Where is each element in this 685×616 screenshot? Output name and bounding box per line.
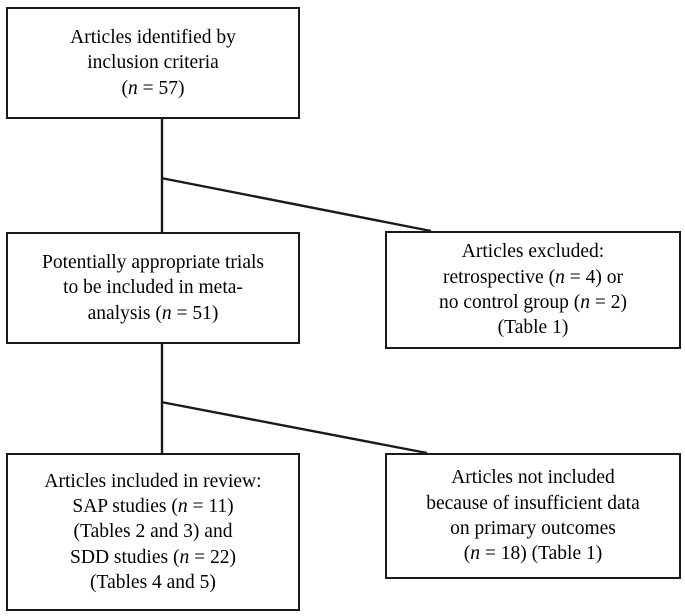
- node-excluded-line-4: (Table 1): [497, 317, 569, 339]
- node-not-included-text: Articles not included because of insuffi…: [387, 465, 679, 566]
- node-not-included-line-4-post: = 18) (Table 1): [479, 543, 603, 565]
- node-not-included-line-3: on primary outcomes: [450, 518, 616, 539]
- node-potential-line-3-var: n: [161, 302, 172, 324]
- connector-identified-to-excluded: [160, 176, 432, 233]
- node-potential-line-3: analysis (n = 51): [14, 301, 292, 326]
- node-not-included-line-4-var: n: [470, 543, 480, 565]
- node-potential-text: Potentially appropriate trials to be inc…: [8, 250, 298, 326]
- node-potential-line-2: to be included in meta-: [63, 277, 243, 299]
- node-articles-included-in-review: Articles included in review: SAP studies…: [6, 453, 300, 611]
- node-excluded-line-3: no control group (n = 2): [393, 290, 673, 315]
- node-identified-line-3: (n = 57): [14, 76, 292, 101]
- node-potential-line-1: Potentially appropriate trials: [41, 251, 265, 273]
- node-included-line-4-var: n: [179, 546, 190, 568]
- node-included-line-5: (Tables 4 and 5): [90, 572, 216, 594]
- node-potential-line-3-pre: analysis (: [87, 302, 162, 324]
- node-excluded-text: Articles excluded: retrospective (n = 4)…: [387, 239, 679, 340]
- node-not-included-line-2: because of insufficient data: [426, 492, 640, 514]
- node-articles-excluded: Articles excluded: retrospective (n = 4)…: [385, 231, 681, 349]
- node-included-line-2-post: = 11): [187, 495, 234, 517]
- node-included-text: Articles included in review: SAP studies…: [8, 469, 298, 596]
- node-excluded-line-3-var: n: [580, 292, 591, 313]
- node-identified-line-2: inclusion criteria: [87, 52, 219, 74]
- node-included-line-4: SDD studies (n = 22): [14, 545, 292, 570]
- node-not-included-line-4: (n = 18) (Table 1): [393, 541, 673, 566]
- node-not-included-line-1: Articles not included: [451, 467, 615, 489]
- node-included-line-4-pre: SDD studies (: [70, 546, 180, 568]
- node-potential-line-3-post: = 51): [171, 302, 219, 324]
- node-articles-not-included: Articles not included because of insuffi…: [385, 453, 681, 579]
- node-excluded-line-3-post: = 2): [590, 292, 628, 313]
- node-included-line-2-var: n: [177, 495, 188, 517]
- node-identified-line-3-post: = 57): [137, 77, 185, 99]
- node-not-included-line-4-pre: (: [463, 543, 471, 565]
- node-articles-identified: Articles identified by inclusion criteri…: [6, 7, 300, 119]
- connector-potential-to-not-included: [160, 400, 428, 455]
- node-included-line-1: Articles included in review:: [44, 470, 262, 492]
- node-excluded-line-3-pre: no control group (: [438, 292, 581, 313]
- node-identified-text: Articles identified by inclusion criteri…: [8, 25, 298, 101]
- node-included-line-4-post: = 22): [189, 546, 236, 568]
- node-identified-line-3-var: n: [128, 77, 138, 99]
- node-potentially-appropriate-trials: Potentially appropriate trials to be inc…: [6, 232, 300, 344]
- node-included-line-2: SAP studies (n = 11): [14, 494, 292, 519]
- node-excluded-line-1: Articles excluded:: [461, 241, 605, 263]
- node-excluded-line-2-pre: retrospective (: [443, 266, 556, 288]
- node-identified-line-3-pre: (: [121, 77, 129, 99]
- node-excluded-line-2-var: n: [555, 266, 565, 288]
- node-excluded-line-2-post: = 4) or: [564, 266, 623, 288]
- node-identified-line-1: Articles identified by: [70, 26, 236, 48]
- node-included-line-2-pre: SAP studies (: [72, 495, 178, 517]
- node-excluded-line-2: retrospective (n = 4) or: [393, 265, 673, 290]
- node-included-line-3: (Tables 2 and 3) and: [73, 521, 233, 543]
